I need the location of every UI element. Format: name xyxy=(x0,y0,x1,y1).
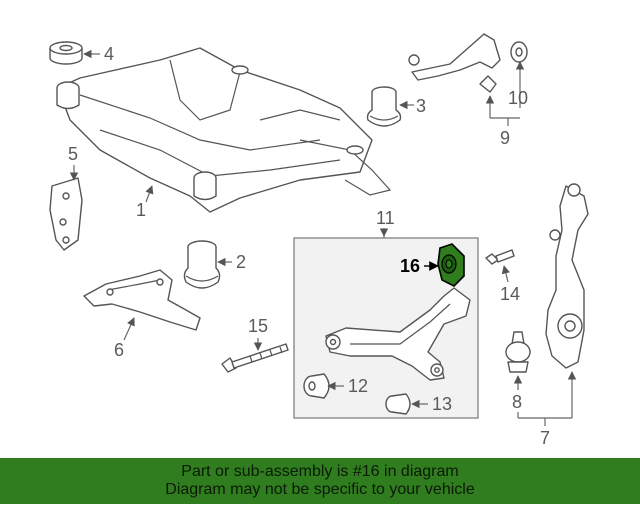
bushing-part-16[interactable] xyxy=(437,243,465,287)
bushing-part-4[interactable] xyxy=(49,41,83,65)
callout-2: 2 xyxy=(236,252,246,272)
bolt-part-14[interactable] xyxy=(485,249,515,265)
subframe-part-1[interactable] xyxy=(56,47,392,213)
callout-12: 12 xyxy=(348,376,368,396)
callout-6: 6 xyxy=(114,340,124,360)
parts-diagram: 4 3 5 1 2 6 15 11 16 12 13 14 10 9 8 7 xyxy=(49,33,589,448)
callout-15: 15 xyxy=(248,316,268,336)
callout-7: 7 xyxy=(540,428,550,448)
brace-part-6[interactable] xyxy=(83,269,201,331)
callout-14: 14 xyxy=(500,284,520,304)
callout-16: 16 xyxy=(400,256,420,276)
callout-1: 1 xyxy=(136,200,146,220)
callout-5: 5 xyxy=(68,144,78,164)
bushing-part-12[interactable] xyxy=(303,373,330,399)
info-banner: Part or sub-assembly is #16 in diagram D… xyxy=(0,458,640,504)
bushing-part-13[interactable] xyxy=(385,393,411,415)
lower-arm-part-11[interactable] xyxy=(325,287,471,381)
ball-joint-part-8[interactable] xyxy=(505,331,531,373)
mount-part-3[interactable] xyxy=(366,86,402,127)
callout-9: 9 xyxy=(500,128,510,148)
callout-8: 8 xyxy=(512,392,522,412)
callout-13: 13 xyxy=(432,394,452,414)
callout-3: 3 xyxy=(416,96,426,116)
knuckle-part-7[interactable] xyxy=(545,183,589,369)
callout-10: 10 xyxy=(508,88,528,108)
mount-part-2[interactable] xyxy=(183,240,221,289)
banner-line-1: Part or sub-assembly is #16 in diagram xyxy=(181,463,459,480)
callout-4: 4 xyxy=(104,44,114,64)
banner-line-2: Diagram may not be specific to your vehi… xyxy=(165,481,475,498)
upper-arm-part-9[interactable] xyxy=(408,33,528,93)
bolt-part-15[interactable] xyxy=(221,343,289,373)
bracket-part-5[interactable] xyxy=(49,177,83,251)
callout-11: 11 xyxy=(376,208,395,228)
